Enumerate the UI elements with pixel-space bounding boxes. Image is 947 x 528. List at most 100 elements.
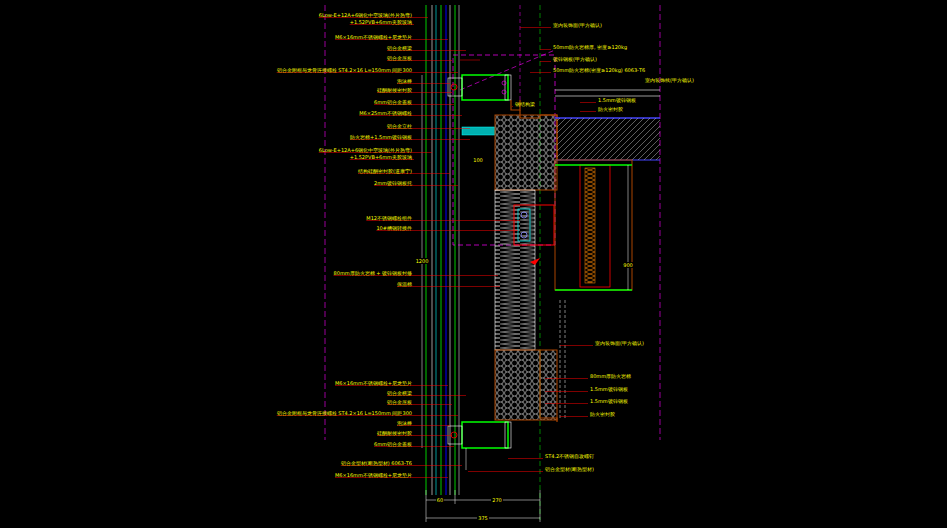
drawing-stroke	[540, 350, 557, 422]
drawing-stroke	[426, 5, 427, 495]
callout-label: 防火岩棉+1.5mm镀锌钢板	[350, 134, 412, 140]
dimension-text: 100	[472, 157, 484, 163]
leader-line	[414, 275, 498, 276]
drawing-stroke	[466, 448, 467, 470]
callout-label: 铝合金立柱	[387, 123, 412, 129]
leader-line	[414, 104, 454, 105]
leader-line	[540, 61, 551, 62]
drawing-stroke	[451, 432, 457, 438]
leader-line	[520, 27, 551, 28]
drawing-stroke	[557, 118, 660, 160]
callout-label: ST4.2不锈钢自攻螺钉	[545, 453, 594, 459]
callout-label: M12不锈钢螺栓组件	[366, 215, 412, 221]
drawing-stroke	[502, 81, 506, 85]
callout-label: 6Low-E+12A+6钢化中空玻璃(外片热弯)	[319, 147, 412, 153]
leader-line	[414, 415, 458, 416]
drawing-stroke	[555, 96, 660, 97]
drawing-stroke	[450, 5, 451, 495]
drawing-stroke	[555, 160, 632, 290]
leader-line	[414, 17, 428, 18]
callout-label: 50mm防火岩棉厚, 密度≥120kg	[553, 44, 627, 50]
drawing-stroke	[436, 5, 437, 495]
callout-label: 铝合金横梁	[387, 45, 412, 51]
drawing-stroke	[520, 5, 521, 100]
dimension-text: 60	[436, 497, 444, 503]
leader-line	[414, 60, 452, 61]
leader-line	[580, 102, 596, 103]
leader-line	[414, 83, 450, 84]
dimension-text: 1200	[415, 258, 430, 264]
leader-line	[414, 185, 458, 186]
callout-label: 50mm防火岩棉(密度≥120kg) 6063-T6	[553, 67, 645, 73]
leader-line	[560, 416, 588, 417]
drawing-stroke	[521, 212, 527, 218]
callout-label: 钢结构梁	[515, 101, 535, 107]
drawing-stroke	[441, 5, 442, 495]
drawing-stroke	[502, 90, 506, 94]
drawing-stroke	[448, 426, 462, 444]
callout-label: 防火密封胶	[598, 106, 623, 112]
callout-label: M6×16mm不锈钢螺栓+尼龙垫片	[335, 472, 412, 478]
callout-label: 室内装饰面(甲方确认)	[595, 340, 644, 346]
callout-label: 铝合金压板	[387, 55, 412, 61]
leader-line	[545, 403, 588, 404]
drawing-stroke	[540, 490, 541, 522]
drawing-stroke	[585, 168, 595, 283]
leader-line	[512, 106, 513, 107]
leader-line	[468, 471, 543, 472]
drawing-stroke	[451, 84, 457, 90]
leader-line	[414, 425, 450, 426]
leader-line	[545, 378, 588, 379]
drawing-stroke	[514, 205, 554, 245]
dimension-text: 900	[622, 262, 634, 268]
callout-label: 铝合金型材(断热型材)	[545, 466, 594, 472]
leader-line	[414, 220, 520, 221]
callout-label: 6Low-E+12A+6钢化中空玻璃(外片热弯)	[319, 12, 412, 18]
leader-line	[414, 152, 432, 153]
drawing-stroke	[560, 300, 561, 420]
drawing-stroke	[462, 422, 508, 448]
drawing-stroke	[565, 300, 566, 420]
callout-label: M6×16mm不锈钢螺栓+尼龙垫片	[335, 380, 412, 386]
callout-label: 结构硅酮密封胶(道康宁)	[358, 168, 412, 174]
callout-label: +1.52PVB+6mm夹胶玻璃	[350, 19, 412, 25]
leader-line	[414, 435, 452, 436]
callout-label: 1.5mm镀锌钢板	[590, 386, 628, 392]
drawing-stroke	[446, 5, 447, 495]
leader-line	[530, 72, 551, 73]
callout-label: +1.52PVB+6mm夹胶玻璃	[350, 154, 412, 160]
callout-label: 室内装饰线(甲方确认)	[645, 77, 694, 83]
drawing-stroke	[505, 75, 511, 100]
leader-line	[580, 111, 596, 112]
callout-label: 铝合金附框与龙骨连接螺栓 ST4.2×16 L=150mm 间距300	[277, 67, 412, 73]
callout-label: 铝合金压板	[387, 399, 412, 405]
drawing-stroke	[555, 90, 660, 91]
leader-line	[414, 385, 448, 386]
leader-line	[414, 115, 462, 116]
drawing-stroke	[628, 165, 629, 290]
callout-label: 镀锌钢板(甲方确认)	[553, 56, 597, 62]
drawing-stroke	[426, 490, 427, 522]
drawing-stroke	[580, 165, 610, 287]
leader-line	[414, 50, 466, 51]
drawing-stroke	[521, 232, 527, 238]
callout-label: 防火密封胶	[590, 411, 615, 417]
callout-label: 6mm铝合金盖板	[374, 99, 412, 105]
drawing-stroke	[530, 258, 540, 265]
drawing-stroke	[455, 5, 456, 495]
leader-line	[414, 395, 466, 396]
callout-label: 硅酮耐候密封胶	[377, 430, 412, 436]
leader-line	[414, 72, 458, 73]
leader-line	[414, 139, 470, 140]
drawing-stroke	[432, 5, 433, 495]
callout-label: 6mm铝合金盖板	[374, 441, 412, 447]
drawing-stroke	[495, 190, 535, 350]
callout-label: 10#槽钢转接件	[376, 225, 412, 231]
leader-line	[414, 404, 452, 405]
callout-label: 泡沫棒	[397, 78, 412, 84]
callout-label: 硅酮耐候密封胶	[377, 87, 412, 93]
leader-line	[508, 458, 543, 459]
dimension-text: 375	[477, 515, 489, 521]
